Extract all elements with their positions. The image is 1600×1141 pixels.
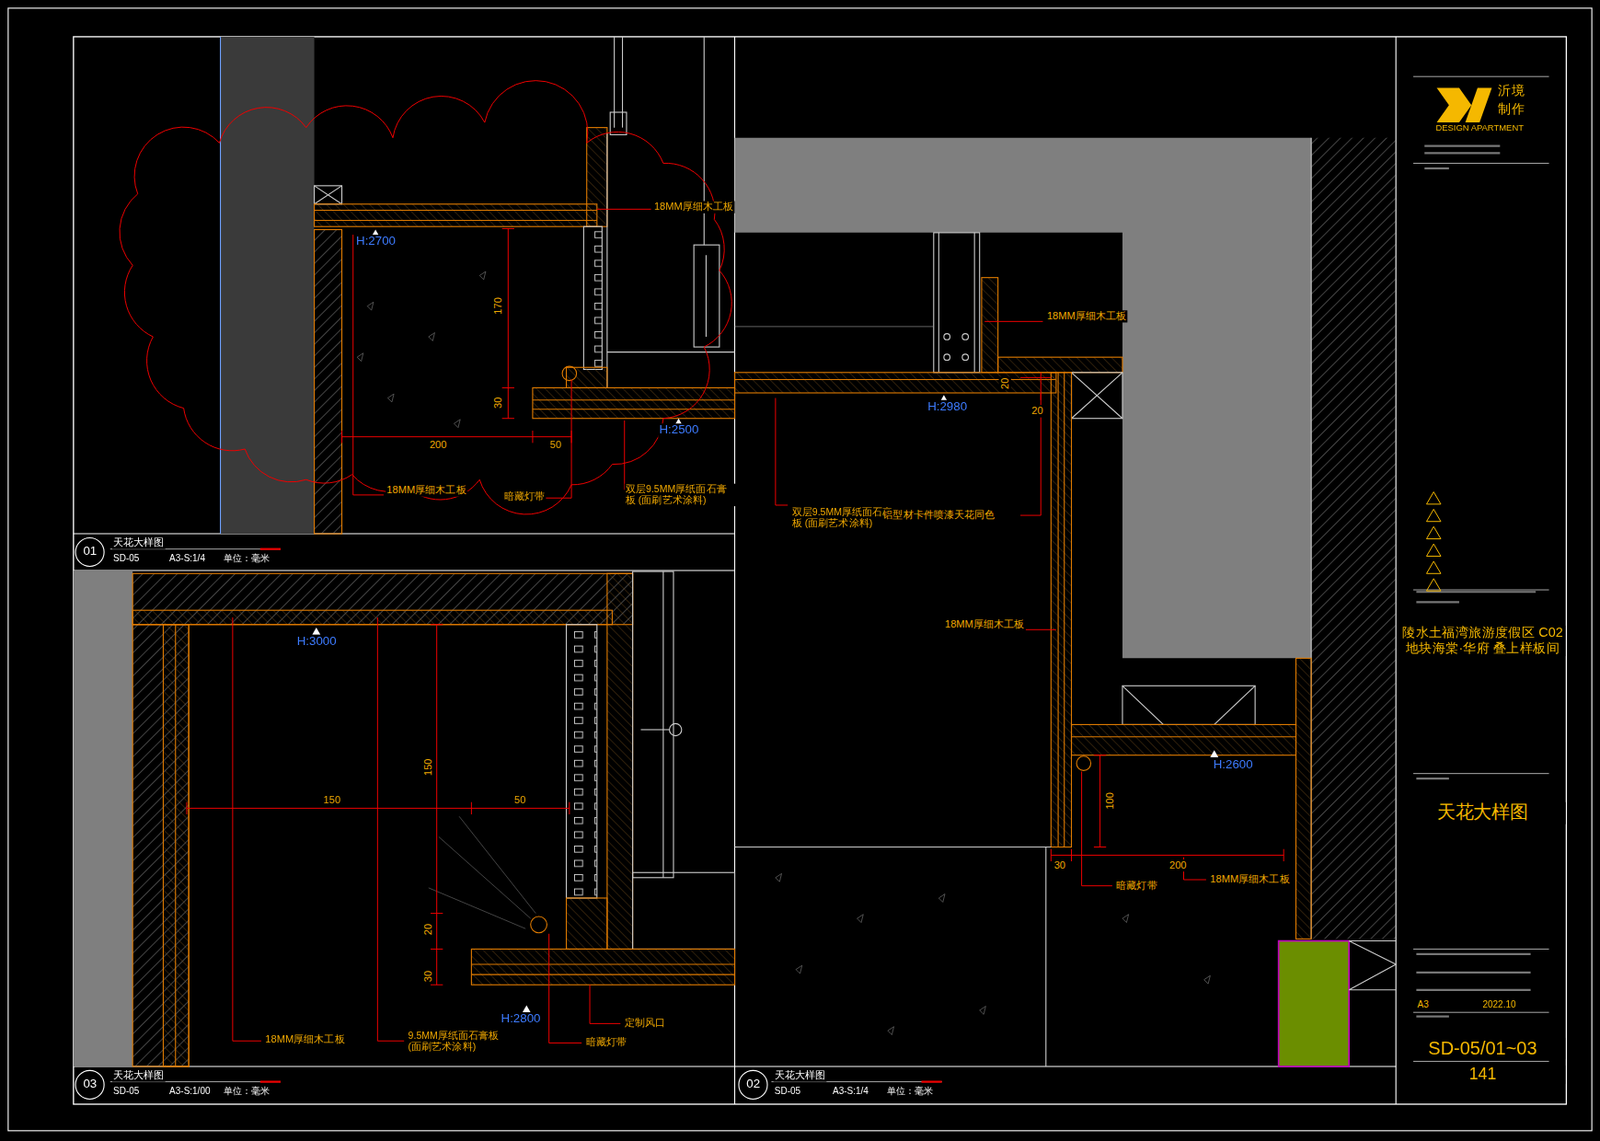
elevation-mark: H:2800 [499,1012,542,1026]
logo-text: 沂境 [1496,83,1526,100]
detail-title: 天花大样图 [773,1069,828,1082]
material-callout: 双层9.5MM厚纸面石膏板 (面刷艺术涂料) [624,483,737,507]
dimension-number: 30 [421,969,434,984]
logo-text: 制作 [1496,102,1526,118]
scale-note: A3-S:1/4 [831,1085,870,1096]
dimension-number: 100 [1103,791,1116,811]
detail-number: 03 [81,1077,98,1092]
dimension-number: 20 [998,376,1011,391]
dimension-number: 20 [1030,404,1045,417]
sheet-ref: SD-05 [773,1085,803,1096]
page-number: 141 [1400,1065,1566,1084]
dimension-number: 50 [513,794,528,806]
dimension-number: 170 [492,296,505,316]
dimension-number: 50 [549,438,564,451]
elevation-mark: H:3000 [296,634,338,649]
drawing-number: SD-05/01~03 [1400,1037,1566,1059]
logo-text: DESIGN APARTMENT [1434,123,1525,134]
dimension-number: 200 [428,438,449,451]
dimension-number: 30 [492,396,505,411]
elevation-mark: H:2500 [657,423,700,438]
sheet-ref: SD-05 [112,1085,141,1096]
dimension-number: 150 [322,794,342,806]
material-callout: 暗藏灯带 [1115,879,1159,892]
dimension-number: 150 [421,757,434,777]
material-callout: 18MM厚细木工板 [264,1033,346,1046]
unit-note: 单位：毫米 [222,1085,271,1096]
scale-note: A3-S:1/4 [168,552,207,564]
drawing-title: 天花大样图 [1400,802,1566,824]
dimension-number: 30 [1053,859,1068,872]
paper-size: A3 [1415,999,1429,1010]
detail-title: 天花大样图 [112,536,166,549]
detail-number: 02 [745,1077,761,1092]
material-callout: 暗藏灯带 [503,490,547,503]
dimension-number: 200 [1168,859,1188,872]
detail-title: 天花大样图 [112,1069,166,1082]
project-name: 陵水土福湾旅游度假区 C02地块海棠·华府 叠上样板间 [1400,625,1566,657]
material-callout: 18MM厚细木工板 [385,483,467,496]
material-callout: 18MM厚细木工板 [943,618,1025,631]
detail-number: 01 [81,544,98,559]
material-callout: 定制风口 [623,1016,668,1029]
dimension-number: 20 [421,922,434,937]
scale-note: A3-S:1/00 [168,1085,212,1096]
material-callout: 18MM厚细木工板 [1208,873,1290,886]
material-callout: 18MM厚细木工板 [1046,310,1128,323]
material-callout: 暗藏灯带 [584,1035,628,1048]
material-callout: 铝型材卡件喷漆天花同色 [881,508,996,521]
issue-date: 2022.10 [1481,999,1517,1010]
elevation-mark: H:2700 [355,234,397,249]
unit-note: 单位：毫米 [222,552,271,564]
material-callout: 18MM厚细木工板 [653,200,735,213]
elevation-mark: H:2600 [1212,758,1255,772]
elevation-mark: H:2980 [926,400,968,415]
sheet-ref: SD-05 [112,552,141,564]
unit-note: 单位：毫米 [886,1085,934,1096]
material-callout: 9.5MM厚纸面石膏板 (面刷艺术涂料) [407,1030,504,1053]
